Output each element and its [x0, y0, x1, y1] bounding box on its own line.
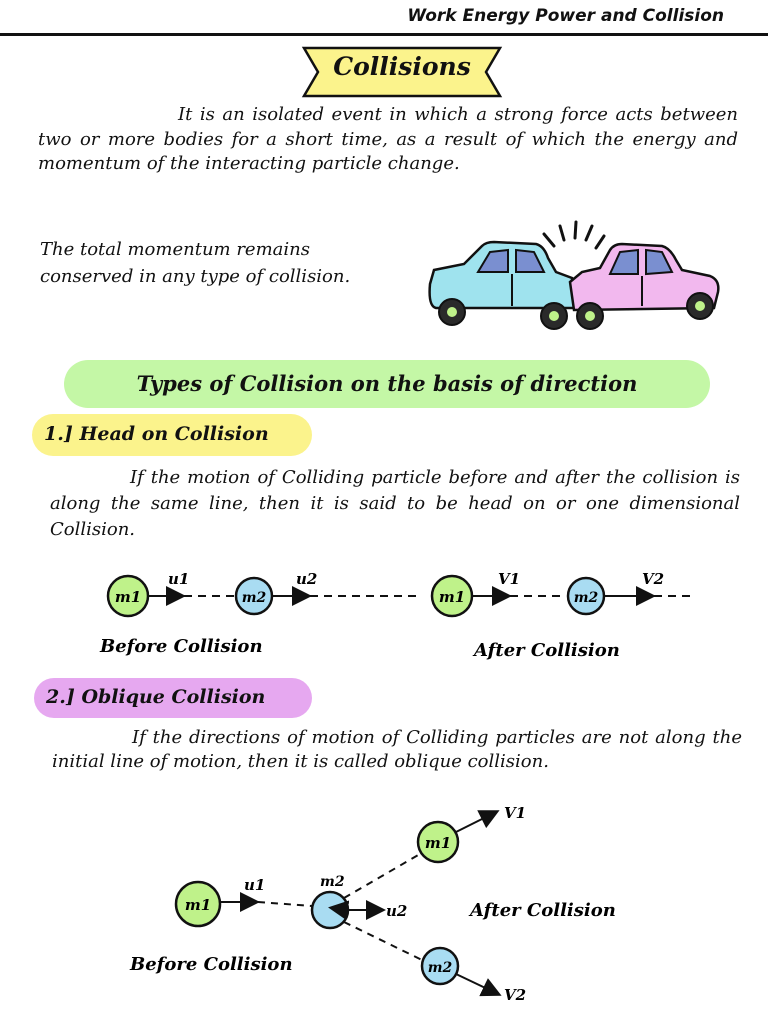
header-title: Work Energy Power and Collision — [407, 6, 724, 26]
header-rule — [0, 33, 768, 36]
after-caption: After Collision — [468, 900, 616, 921]
u2-label: u2 — [386, 902, 407, 920]
v2-arrow — [455, 973, 502, 997]
head-on-description: If the motion of Colliding particle befo… — [50, 467, 740, 540]
m2-label-after: m2 — [574, 590, 599, 606]
m2-label-before: m2 — [242, 590, 267, 606]
head-on-heading: 1.] Head on Collision — [44, 423, 269, 445]
blue-car-icon — [428, 240, 576, 330]
dash-line-up — [343, 853, 421, 899]
v1-label: V1 — [498, 570, 520, 588]
m2-label-after: m2 — [428, 960, 453, 976]
oblique-diagram: m1 u1 m2 u2 m1 V1 m2 V2 Before Collision… — [129, 804, 616, 1004]
m1-ball-before — [174, 880, 222, 928]
before-caption: Before Collision — [99, 636, 263, 657]
car-crash-illustration — [428, 220, 720, 330]
m1-label-before: m1 — [115, 588, 141, 606]
before-caption: Before Collision — [129, 954, 293, 975]
momentum-note: The total momentum remains conserved in … — [40, 239, 351, 287]
types-heading-pill — [64, 360, 710, 408]
v2-label: V2 — [642, 570, 664, 588]
v1-label: V1 — [504, 804, 526, 822]
v1-arrow — [455, 810, 500, 833]
types-heading: Types of Collision on the basis of direc… — [136, 371, 638, 396]
m1-label-after: m1 — [425, 834, 451, 852]
page-title: Collisions — [333, 52, 471, 81]
intro-paragraph: It is an isolated event in which a stron… — [38, 104, 738, 174]
m2-label-top: m2 — [320, 874, 345, 890]
impact-lines-icon — [542, 220, 606, 250]
after-caption: After Collision — [472, 640, 620, 661]
oblique-heading-pill — [34, 678, 312, 718]
m1-label-before: m1 — [185, 896, 211, 914]
head-on-heading-pill — [32, 414, 312, 456]
m1-ball-after — [416, 820, 460, 864]
u1-label: u1 — [244, 876, 265, 894]
dash-line-down — [343, 921, 423, 961]
m2-ball-after — [420, 946, 460, 986]
oblique-heading: 2.] Oblique Collision — [46, 686, 266, 708]
u2-label: u2 — [296, 570, 317, 588]
oblique-description: If the directions of motion of Colliding… — [52, 727, 742, 772]
collisions-banner — [301, 46, 503, 98]
pink-car-icon — [568, 242, 720, 330]
u1-label: u1 — [168, 570, 189, 588]
v2-label: V2 — [504, 986, 526, 1004]
dash-line — [257, 901, 313, 907]
m1-label-after: m1 — [439, 588, 465, 606]
head-on-diagram: m1 u1 m2 u2 m1 V1 m2 V2 Before Collision… — [99, 570, 696, 661]
incoming-arrow — [328, 900, 350, 921]
